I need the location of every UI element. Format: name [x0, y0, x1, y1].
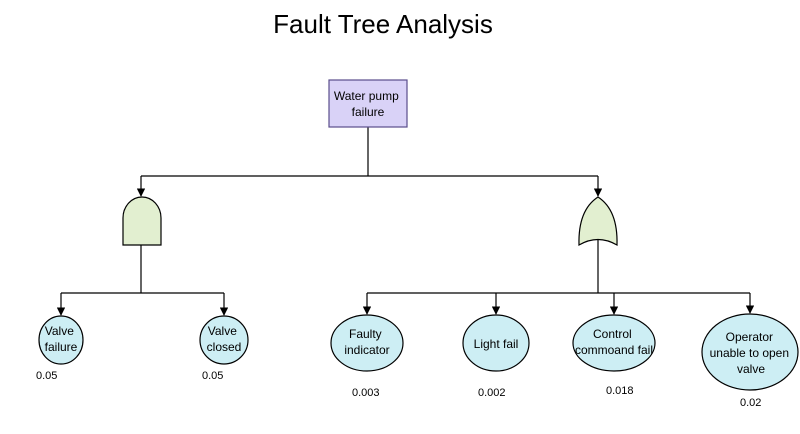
top-event-label: Water pump failure — [334, 89, 402, 119]
probability-control-command-fail: 0.018 — [606, 385, 634, 397]
basic-event-control-command-fail: Control commoand fail — [572, 314, 656, 372]
and-gate — [122, 196, 162, 246]
diagram-title: Fault Tree Analysis — [273, 9, 493, 39]
basic-event-light-fail: Light fail — [462, 314, 530, 372]
basic-event-valve-closed: Valve closed — [199, 315, 249, 365]
probability-valve-failure: 0.05 — [36, 370, 57, 382]
svg-text:Valve failure: Valve failure — [45, 324, 78, 354]
svg-text:Faulty indicator: Faulty indicator — [344, 327, 389, 357]
top-event-water-pump-failure: Water pump failure — [328, 79, 408, 128]
probability-light-fail: 0.002 — [478, 387, 506, 399]
probability-operator-unable-to-open-valve: 0.02 — [740, 397, 761, 409]
svg-text:Operator unable to open: Operator unable to open valve — [710, 330, 793, 376]
probability-faulty-indicator: 0.003 — [352, 387, 380, 399]
connectors — [56, 127, 755, 316]
svg-text:Control commoand fail: Control commoand fail — [575, 327, 653, 357]
basic-event-valve-failure: Valve failure — [38, 315, 84, 365]
basic-event-faulty-indicator: Faulty indicator — [330, 314, 404, 372]
basic-event-operator-unable-to-open-valve: Operator unable to open valve — [701, 313, 799, 391]
probability-valve-closed: 0.05 — [202, 370, 223, 382]
svg-text:Light fail: Light fail — [474, 337, 519, 351]
or-gate — [578, 196, 618, 247]
svg-text:Valve closed: Valve closed — [207, 324, 242, 354]
